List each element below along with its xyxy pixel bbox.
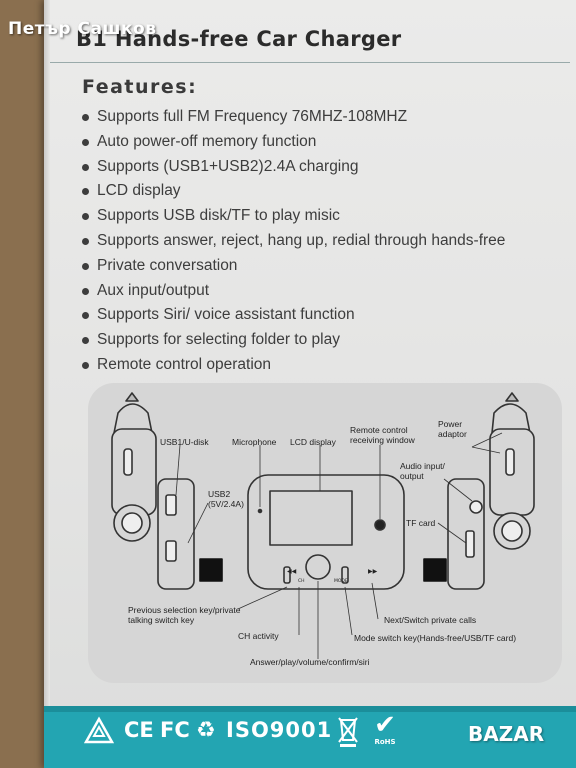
device-diagram: ◀◀ ▶▶ CH MODE USB1/U-disk USB2 (5V/2.4A)… — [88, 383, 562, 683]
ch-button-label: CH — [298, 578, 305, 584]
box-edge — [44, 0, 50, 768]
label-mode-key: Mode switch key(Hands-free/USB/TF card) — [354, 633, 517, 643]
feature-item: Supports full FM Frequency 76MHZ-108MHZ — [80, 105, 505, 130]
feature-item: Supports Siri/ voice assistant function — [80, 303, 505, 328]
label-next-key: Next/Switch private calls — [384, 615, 477, 625]
feature-item: Supports answer, reject, hang up, redial… — [80, 229, 505, 254]
label-ch-activity: CH activity — [238, 631, 279, 641]
ce-mark: CE — [124, 718, 154, 742]
feature-item: Remote control operation — [80, 353, 505, 378]
feature-item: Supports (USB1+USB2)2.4A charging — [80, 155, 505, 180]
label-previous-key: Previous selection key/private talking s… — [128, 605, 241, 625]
mode-button-label: MODE — [334, 578, 348, 584]
feature-item: Auto power-off memory function — [80, 130, 505, 155]
rohs-label: RoHS — [374, 738, 396, 746]
label-lcd-display: LCD display — [290, 437, 336, 447]
next-button-glyph: ▶▶ — [368, 568, 378, 575]
certification-strip — [44, 706, 576, 768]
label-tf-card: TF card — [406, 518, 436, 528]
label-usb1: USB1/U-disk — [160, 437, 209, 447]
weee-bin-icon — [338, 717, 358, 747]
seller-watermark: Петър Сашков — [8, 19, 157, 39]
bazar-logo: BAZAR — [468, 722, 545, 746]
prev-button-glyph: ◀◀ — [287, 568, 297, 575]
feature-item: Private conversation — [80, 254, 505, 279]
rohs-mark: ✔ RoHS — [368, 712, 402, 750]
label-remote-window: Remote control receiving window — [350, 425, 415, 445]
label-answer-key: Answer/play/volume/confirm/siri — [250, 657, 370, 667]
diagram-drawing: ◀◀ ▶▶ CH MODE — [111, 392, 535, 659]
title-divider — [50, 62, 570, 63]
features-heading: Features: — [82, 76, 198, 98]
label-usb2: USB2 (5V/2.4A) — [208, 489, 244, 509]
rohs-check-icon: ✔ — [374, 710, 396, 740]
feature-item: Aux input/output — [80, 279, 505, 304]
strip-band — [44, 706, 576, 712]
label-power-adaptor: Power adaptor — [438, 419, 467, 439]
features-list: Supports full FM Frequency 76MHZ-108MHZ … — [80, 105, 505, 378]
feature-item: Supports USB disk/TF to play misic — [80, 204, 505, 229]
product-title: B1 Hands-free Car Charger — [76, 27, 402, 51]
feature-item: Supports for selecting folder to play — [80, 328, 505, 353]
rcm-triangle-icon — [84, 716, 114, 744]
fcc-mark: FC — [160, 718, 190, 742]
label-microphone: Microphone — [232, 437, 277, 447]
iso-mark: ISO9001 — [226, 718, 333, 742]
feature-item: LCD display — [80, 179, 505, 204]
recycle-icon: ♻ — [196, 718, 216, 743]
label-audio-io: Audio input/ output — [400, 461, 445, 481]
